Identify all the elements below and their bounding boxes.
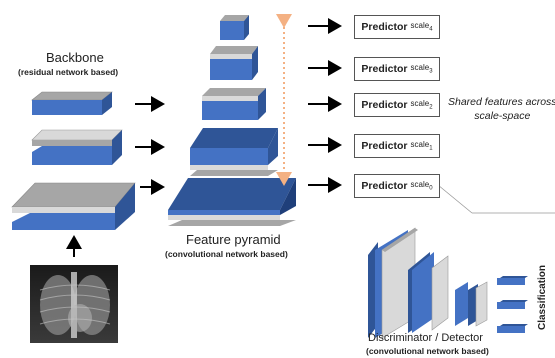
pyramid-level-2 bbox=[202, 88, 266, 120]
discriminator-title: Discriminator / Detector bbox=[368, 332, 483, 344]
discriminator-layer-2 bbox=[408, 252, 449, 333]
predictor-scale: scale bbox=[410, 21, 430, 31]
zoom-line-left bbox=[437, 184, 473, 214]
pyramid-level-4 bbox=[220, 15, 249, 40]
predictor-scale-index: 1 bbox=[429, 145, 433, 152]
pyramid-level-0 bbox=[168, 178, 296, 226]
pyramid-level-1 bbox=[190, 128, 278, 176]
chest-xray-image bbox=[30, 265, 118, 343]
pyramid-subtitle: (convolutional network based) bbox=[165, 249, 288, 259]
pyramid-level-3 bbox=[210, 46, 258, 80]
predictor-scale-index: 3 bbox=[429, 68, 433, 75]
predictor-scale: scale bbox=[410, 99, 430, 109]
predictor-label: Predictor bbox=[361, 140, 408, 152]
backbone-layer-bottom bbox=[11, 182, 136, 230]
predictor-label: Predictor bbox=[361, 180, 408, 192]
predictor-scale: scale bbox=[410, 180, 430, 190]
predictor-scale: scale bbox=[410, 140, 430, 150]
predictor-scale-index: 4 bbox=[429, 26, 433, 33]
predictor-label: Predictor bbox=[361, 63, 408, 75]
classification-label: Classification bbox=[537, 264, 548, 330]
discriminator-subtitle: (convolutional network based) bbox=[366, 346, 489, 356]
discriminator-layer-1 bbox=[368, 227, 418, 339]
backbone-layer-top bbox=[31, 91, 113, 115]
backbone-subtitle: (residual network based) bbox=[18, 67, 119, 77]
shared-note-line1: Shared features across bbox=[448, 96, 555, 108]
shared-features-note: Shared features across scale-space bbox=[448, 95, 555, 123]
predictor-scale-index: 0 bbox=[429, 185, 433, 192]
predictor-label: Predictor bbox=[361, 99, 408, 111]
predictor-scale: scale bbox=[410, 63, 430, 73]
backbone-title: Backbone bbox=[46, 50, 104, 65]
predictor-scale-index: 2 bbox=[429, 104, 433, 111]
backbone-layer-middle bbox=[31, 129, 123, 165]
output-bars bbox=[497, 276, 528, 333]
predictor-label: Predictor bbox=[361, 21, 408, 33]
discriminator-layer-3 bbox=[455, 281, 488, 327]
pyramid-title: Feature pyramid bbox=[186, 232, 281, 247]
shared-note-line2: scale-space bbox=[474, 110, 531, 122]
